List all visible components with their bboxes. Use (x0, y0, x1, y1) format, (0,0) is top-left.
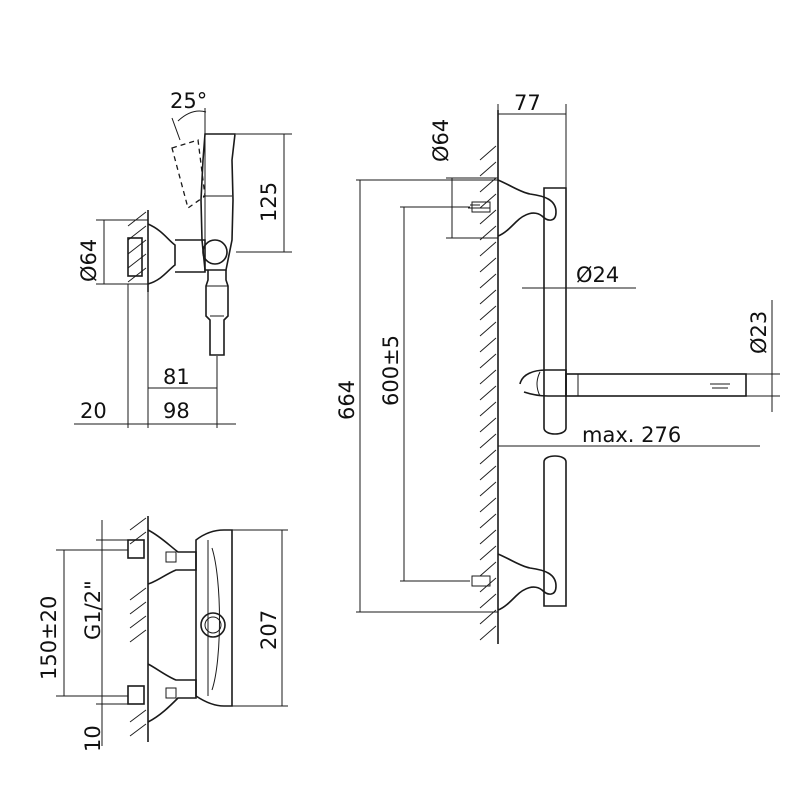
dim-height-top: 125 (257, 182, 281, 222)
bottom-view-connector-top (127, 539, 145, 559)
side-view-outlet (205, 270, 229, 356)
rail-view-rail-upper (543, 187, 567, 435)
rail-view: 77 Ø64 Ø24 Ø23 max. 276 664 600±5 (335, 91, 780, 644)
dim-diameter-rail: Ø24 (576, 263, 619, 287)
rail-view-slider (519, 369, 567, 397)
side-view-wall-hatch (127, 210, 149, 292)
dim-bottom-height: 207 (257, 610, 281, 650)
bottom-view-arm-top (147, 529, 197, 585)
bottom-view-knob (200, 612, 226, 638)
dim-depth-handle: 81 (163, 365, 190, 389)
rail-view-bracket-bottom (497, 553, 557, 611)
side-view-flange (147, 223, 176, 285)
rail-view-hand-shower (565, 373, 747, 397)
dim-depth-total: 98 (163, 399, 190, 423)
side-view-knob (202, 239, 228, 265)
dim-diameter-hand-shower: Ø23 (747, 311, 771, 354)
side-view-lever (200, 133, 236, 271)
dim-diameter-left: Ø64 (77, 239, 101, 282)
dim-max-reach: max. 276 (582, 423, 681, 447)
dim-fixing-distance: 600±5 (379, 335, 403, 406)
side-view-body (175, 239, 206, 273)
rail-view-rail-lower (543, 455, 567, 607)
bottom-view-wall-hatch (129, 516, 149, 742)
rail-view-wall-hatch (479, 110, 499, 644)
bottom-view-arm-bottom (147, 663, 197, 723)
bottom-view-connector-bottom (127, 685, 145, 705)
side-view-lever-tilted (171, 139, 206, 210)
bottom-view: 207 150±20 G1/2" 10 (37, 516, 288, 752)
dim-diameter-bracket: Ø64 (429, 119, 453, 162)
dim-total-height: 664 (335, 380, 359, 420)
dim-angle: 25° (170, 89, 207, 113)
side-view: 25° 125 Ø64 81 20 98 (74, 89, 292, 428)
dim-wall-offset: 20 (80, 399, 107, 423)
side-view-mount-plate (127, 237, 143, 277)
dim-center-distance: 150±20 (37, 596, 61, 680)
dim-thread: G1/2" (81, 580, 105, 640)
dim-projection: 77 (514, 91, 541, 115)
dim-bottom-offset: 10 (81, 725, 105, 752)
rail-view-bracket-top (497, 179, 557, 237)
